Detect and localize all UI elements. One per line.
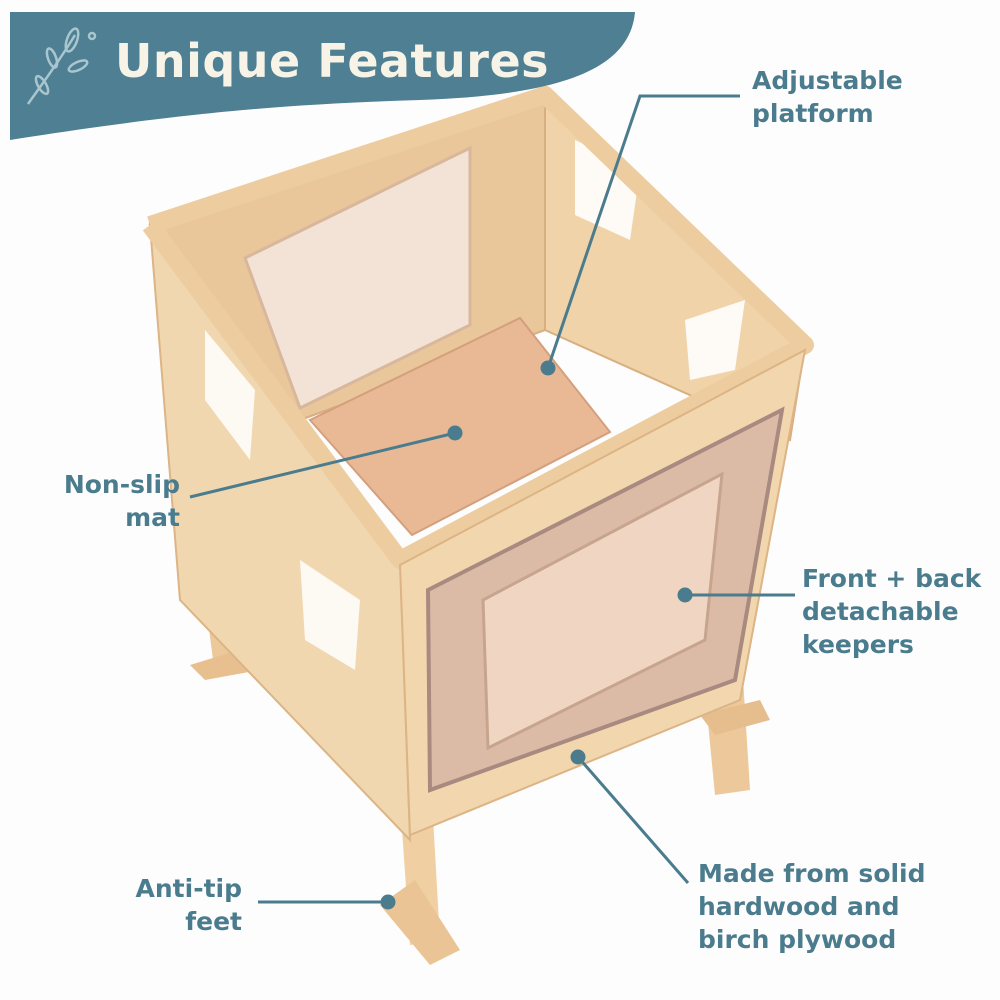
feature-label-line: birch plywood	[698, 925, 897, 954]
feature-label-line: platform	[752, 99, 874, 128]
feature-label-line: keepers	[802, 630, 914, 659]
page-title: Unique Features	[115, 34, 550, 88]
feature-label-line: hardwood and	[698, 892, 900, 921]
feature-detachable-keepers: Front + back detachable keepers	[802, 562, 981, 661]
feature-label-line: Made from solid	[698, 859, 926, 888]
feature-anti-tip-feet: Anti-tip feet	[80, 872, 242, 938]
top-rails	[142, 86, 814, 569]
back-mesh	[243, 145, 472, 411]
feature-non-slip-mat: Non-slip mat	[30, 468, 180, 534]
leaf-branch-icon	[26, 27, 97, 105]
feature-label-line: Front + back	[802, 564, 982, 593]
leader-lines	[189, 94, 795, 910]
keeper-mesh	[481, 471, 724, 751]
feature-label-line: Adjustable	[752, 66, 903, 95]
feature-label-line: feet	[185, 907, 242, 936]
feature-label-line: detachable	[802, 597, 959, 626]
feature-label-line: Non-slip	[63, 470, 180, 499]
header-banner	[10, 12, 635, 140]
feature-label-line: mat	[125, 503, 180, 532]
non-slip-mat	[308, 316, 612, 537]
feature-adjustable-platform: Adjustable platform	[752, 64, 903, 130]
feature-label-line: Anti-tip	[135, 874, 242, 903]
feature-solid-hardwood: Made from solid hardwood and birch plywo…	[698, 857, 926, 956]
